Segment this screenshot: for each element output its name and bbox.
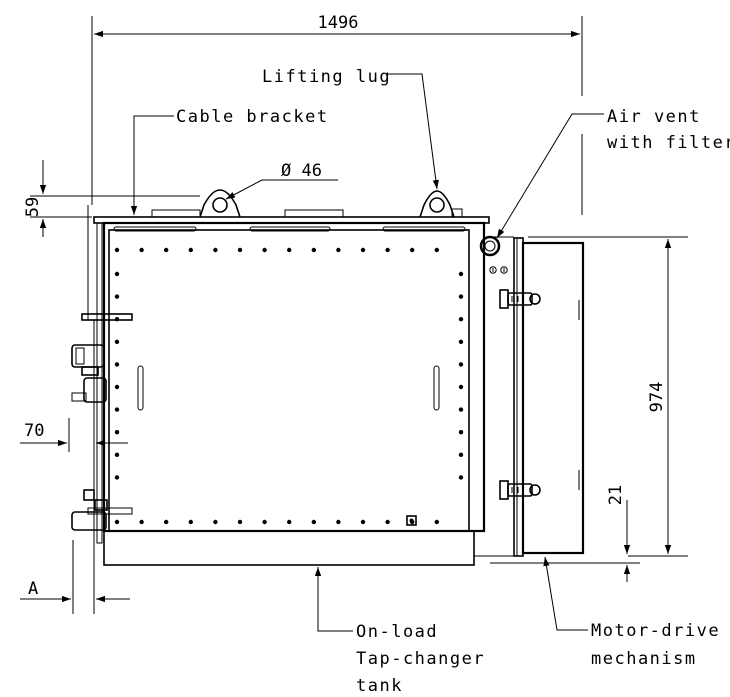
left-offset-value: 70 bbox=[24, 421, 44, 441]
bolt bbox=[458, 339, 464, 344]
bolt bbox=[164, 519, 169, 525]
flange-a-value: A bbox=[28, 579, 38, 599]
bottom-offset-value: 21 bbox=[606, 485, 626, 505]
left-fittings bbox=[71, 205, 133, 545]
lifting-lug-callout: Lifting lug bbox=[262, 67, 439, 190]
bolt bbox=[164, 247, 169, 253]
flange-a-dimension: A bbox=[20, 540, 130, 614]
bolt bbox=[114, 271, 120, 277]
bolt bbox=[458, 452, 464, 457]
tank-label-line1: On-load bbox=[356, 622, 438, 642]
bolt bbox=[188, 247, 193, 253]
bolt bbox=[114, 384, 120, 390]
hole-diameter-value: Ø 46 bbox=[281, 161, 322, 181]
bolt bbox=[360, 247, 366, 253]
bolt bbox=[262, 519, 267, 525]
tank-handle-right bbox=[433, 365, 440, 411]
overall-width-value: 1496 bbox=[318, 13, 359, 33]
bolt bbox=[287, 247, 292, 253]
bolt bbox=[385, 519, 390, 525]
bolt bbox=[458, 317, 464, 322]
motor-drive-label-line2: mechanism bbox=[591, 649, 697, 669]
lifting-lugs bbox=[151, 189, 463, 218]
bolt bbox=[458, 475, 464, 480]
bolt bbox=[139, 519, 144, 525]
bolt bbox=[410, 247, 415, 253]
hole-diameter-callout: Ø 46 bbox=[225, 161, 338, 200]
bolt bbox=[213, 519, 218, 525]
bolt bbox=[458, 407, 464, 412]
air-vent-callout: Air vent with filter bbox=[496, 107, 730, 239]
bolt bbox=[360, 519, 366, 525]
air-vent-label-line1: Air vent bbox=[607, 107, 701, 127]
air-vent-label-line2: with filter bbox=[607, 133, 730, 153]
bolt bbox=[262, 247, 267, 253]
bolt bbox=[114, 519, 120, 525]
bolt bbox=[114, 430, 120, 435]
bolt bbox=[458, 362, 464, 367]
bolt bbox=[114, 294, 120, 299]
bolt bbox=[139, 247, 144, 253]
motor-height-dimension: 974 bbox=[528, 236, 688, 557]
bolt bbox=[114, 339, 120, 344]
motor-drive-callout: Motor-drive mechanism bbox=[543, 556, 720, 669]
bolt bbox=[237, 519, 243, 525]
drain-plug bbox=[406, 515, 417, 526]
bolt bbox=[114, 362, 120, 367]
bolt bbox=[434, 519, 439, 525]
bolt bbox=[114, 475, 120, 480]
bottom-offset-dimension: 21 bbox=[490, 485, 640, 582]
bolt bbox=[188, 519, 193, 525]
bolt bbox=[311, 247, 316, 253]
bolt bbox=[458, 384, 464, 390]
cable-bracket-callout: Cable bracket bbox=[130, 107, 329, 215]
bolt bbox=[385, 247, 390, 253]
lug-height-dimension: 59 bbox=[23, 160, 200, 237]
bolt bbox=[458, 430, 464, 435]
tank-handle-left bbox=[137, 365, 144, 411]
motor-drive-label-line1: Motor-drive bbox=[591, 621, 720, 641]
bolt bbox=[213, 247, 218, 253]
latch-upper bbox=[499, 289, 541, 309]
tank-callout: On-load Tap-changer tank bbox=[314, 567, 485, 696]
lug-height-value: 59 bbox=[23, 197, 43, 217]
tank-label-line3: tank bbox=[356, 676, 403, 696]
motor-drive-box bbox=[474, 236, 585, 557]
overall-width-dimension: 1496 bbox=[91, 13, 583, 215]
bolt bbox=[237, 247, 243, 253]
lifting-lug-label: Lifting lug bbox=[262, 67, 391, 87]
latch-lower bbox=[499, 480, 541, 500]
motor-height-value: 974 bbox=[647, 382, 667, 413]
bolt bbox=[114, 407, 120, 412]
cable-bracket-label: Cable bracket bbox=[176, 107, 329, 127]
bolt bbox=[114, 452, 120, 457]
bolt bbox=[458, 294, 464, 299]
tank-label-line2: Tap-changer bbox=[356, 649, 485, 669]
bolt bbox=[114, 247, 120, 253]
bolt bbox=[458, 271, 464, 277]
bolt bbox=[287, 519, 292, 525]
bolt bbox=[336, 247, 341, 253]
tap-changer-tank bbox=[93, 216, 490, 566]
lifting-lug-right bbox=[419, 190, 455, 218]
left-offset-dimension: 70 bbox=[20, 418, 128, 452]
lifting-lug-left bbox=[199, 189, 241, 218]
tank-bolt-ring bbox=[114, 247, 464, 525]
bolt bbox=[311, 519, 316, 525]
bolt bbox=[336, 519, 341, 525]
bolt bbox=[434, 247, 439, 253]
